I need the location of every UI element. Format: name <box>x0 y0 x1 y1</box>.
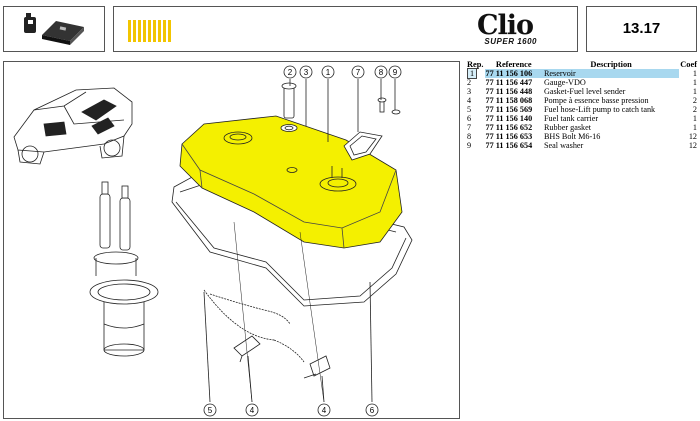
fuel-tank-diagram: 2 3 1 7 8 9 5 <box>13 65 413 417</box>
header-page-box: 13.17 <box>586 6 697 52</box>
table-row[interactable]: 7 77 11 156 652 Rubber gasket 1 <box>466 123 698 132</box>
row-rep: 6 <box>467 114 472 123</box>
row-reference: 77 11 156 569 <box>485 105 533 114</box>
row-reference: 77 11 156 140 <box>485 114 533 123</box>
row-description: Pompe à essence basse pression <box>543 96 649 105</box>
callout-8-label: 8 <box>379 68 384 77</box>
parts-list: Rep. Reference Description Coef 1 77 11 … <box>466 60 698 150</box>
row-rep: 5 <box>467 105 472 114</box>
row-description: Fuel tank carrier <box>543 114 599 123</box>
callout-1-label: 1 <box>326 68 331 77</box>
row-rep: 2 <box>467 78 472 87</box>
callout-9-label: 9 <box>393 68 398 77</box>
exploded-diagram: 2 3 1 7 8 9 5 <box>3 61 460 419</box>
row-reference: 77 11 158 068 <box>485 96 533 105</box>
row-coef: 1 <box>692 78 697 87</box>
row-reference: 77 11 156 447 <box>485 78 533 87</box>
car-illustration <box>13 87 133 165</box>
header-model-box: Clio SUPER 1600 <box>113 6 578 52</box>
row-rep: 3 <box>467 87 472 96</box>
table-row[interactable]: 5 77 11 156 569 Fuel hose-Lift pump to c… <box>466 105 698 114</box>
diagram-callouts: 2 3 1 7 8 9 5 <box>203 65 402 417</box>
row-reference: 77 11 156 653 <box>485 132 533 141</box>
row-reference: 77 11 156 106 <box>484 69 543 78</box>
row-description: Seal washer <box>543 141 584 150</box>
fuel-pump-and-battery-icon <box>24 13 84 45</box>
row-coef: 12 <box>688 141 697 150</box>
callout-5[interactable]: 5 <box>203 403 217 417</box>
row-reference: 77 11 156 652 <box>485 123 533 132</box>
row-coef: 2 <box>692 96 697 105</box>
parts-table-header: Rep. Reference Description Coef <box>466 60 698 69</box>
callout-4a[interactable]: 4 <box>245 403 259 417</box>
callout-4b-label: 4 <box>322 406 327 415</box>
row-rep: 8 <box>467 132 472 141</box>
table-row[interactable]: 8 77 11 156 653 BHS Bolt M6-16 12 <box>466 132 698 141</box>
model-subtitle: SUPER 1600 <box>484 37 537 46</box>
callout-4b[interactable]: 4 <box>317 403 331 417</box>
callout-7[interactable]: 7 <box>351 65 365 79</box>
row-coef: 1 <box>692 69 697 78</box>
row-coef: 1 <box>692 123 697 132</box>
table-row[interactable]: 4 77 11 158 068 Pompe à essence basse pr… <box>466 96 698 105</box>
row-coef: 1 <box>692 87 697 96</box>
row-description: Fuel hose-Lift pump to catch tank <box>543 105 656 114</box>
row-reference: 77 11 156 448 <box>485 87 533 96</box>
row-reference: 77 11 156 654 <box>485 141 533 150</box>
row-description: Gauge-VDO <box>543 78 586 87</box>
callout-7-label: 7 <box>356 68 361 77</box>
row-description: Gasket-Fuel level sender <box>543 87 626 96</box>
callout-6[interactable]: 6 <box>365 403 379 417</box>
callout-9[interactable]: 9 <box>388 65 402 79</box>
callout-3-label: 3 <box>304 68 309 77</box>
table-row[interactable]: 9 77 11 156 654 Seal washer 12 <box>466 141 698 150</box>
callout-3[interactable]: 3 <box>299 65 313 79</box>
callout-8[interactable]: 8 <box>374 65 388 79</box>
page-number: 13.17 <box>622 20 661 37</box>
table-row[interactable]: 6 77 11 156 140 Fuel tank carrier 1 <box>466 114 698 123</box>
col-coef: Coef <box>680 60 697 69</box>
row-rep: 7 <box>467 123 472 132</box>
row-description: Reservoir <box>542 69 680 78</box>
callout-6-label: 6 <box>370 406 375 415</box>
row-coef: 12 <box>688 132 697 141</box>
table-row[interactable]: 2 77 11 156 447 Gauge-VDO 1 <box>466 78 698 87</box>
row-rep: 9 <box>467 141 472 150</box>
row-rep: 4 <box>467 96 472 105</box>
callout-2-label: 2 <box>288 68 293 77</box>
col-rep: Rep. <box>467 60 484 69</box>
row-coef: 2 <box>692 105 697 114</box>
row-coef: 1 <box>692 114 697 123</box>
row-description: BHS Bolt M6-16 <box>543 132 601 141</box>
yellow-stripes-logo <box>128 20 171 42</box>
table-row[interactable]: 3 77 11 156 448 Gasket-Fuel level sender… <box>466 87 698 96</box>
model-logo: Clio <box>476 10 534 41</box>
callout-5-label: 5 <box>208 406 213 415</box>
callout-2[interactable]: 2 <box>283 65 297 79</box>
callout-1[interactable]: 1 <box>321 65 335 79</box>
parts-table: Rep. Reference Description Coef 1 77 11 … <box>466 60 698 150</box>
col-reference: Reference <box>495 60 532 69</box>
table-row[interactable]: 1 77 11 156 106 Reservoir 1 <box>466 68 698 79</box>
row-description: Rubber gasket <box>543 123 592 132</box>
header-icon-box <box>3 6 105 52</box>
row-rep: 1 <box>467 68 478 79</box>
col-description: Description <box>590 60 632 69</box>
callout-4a-label: 4 <box>250 406 255 415</box>
